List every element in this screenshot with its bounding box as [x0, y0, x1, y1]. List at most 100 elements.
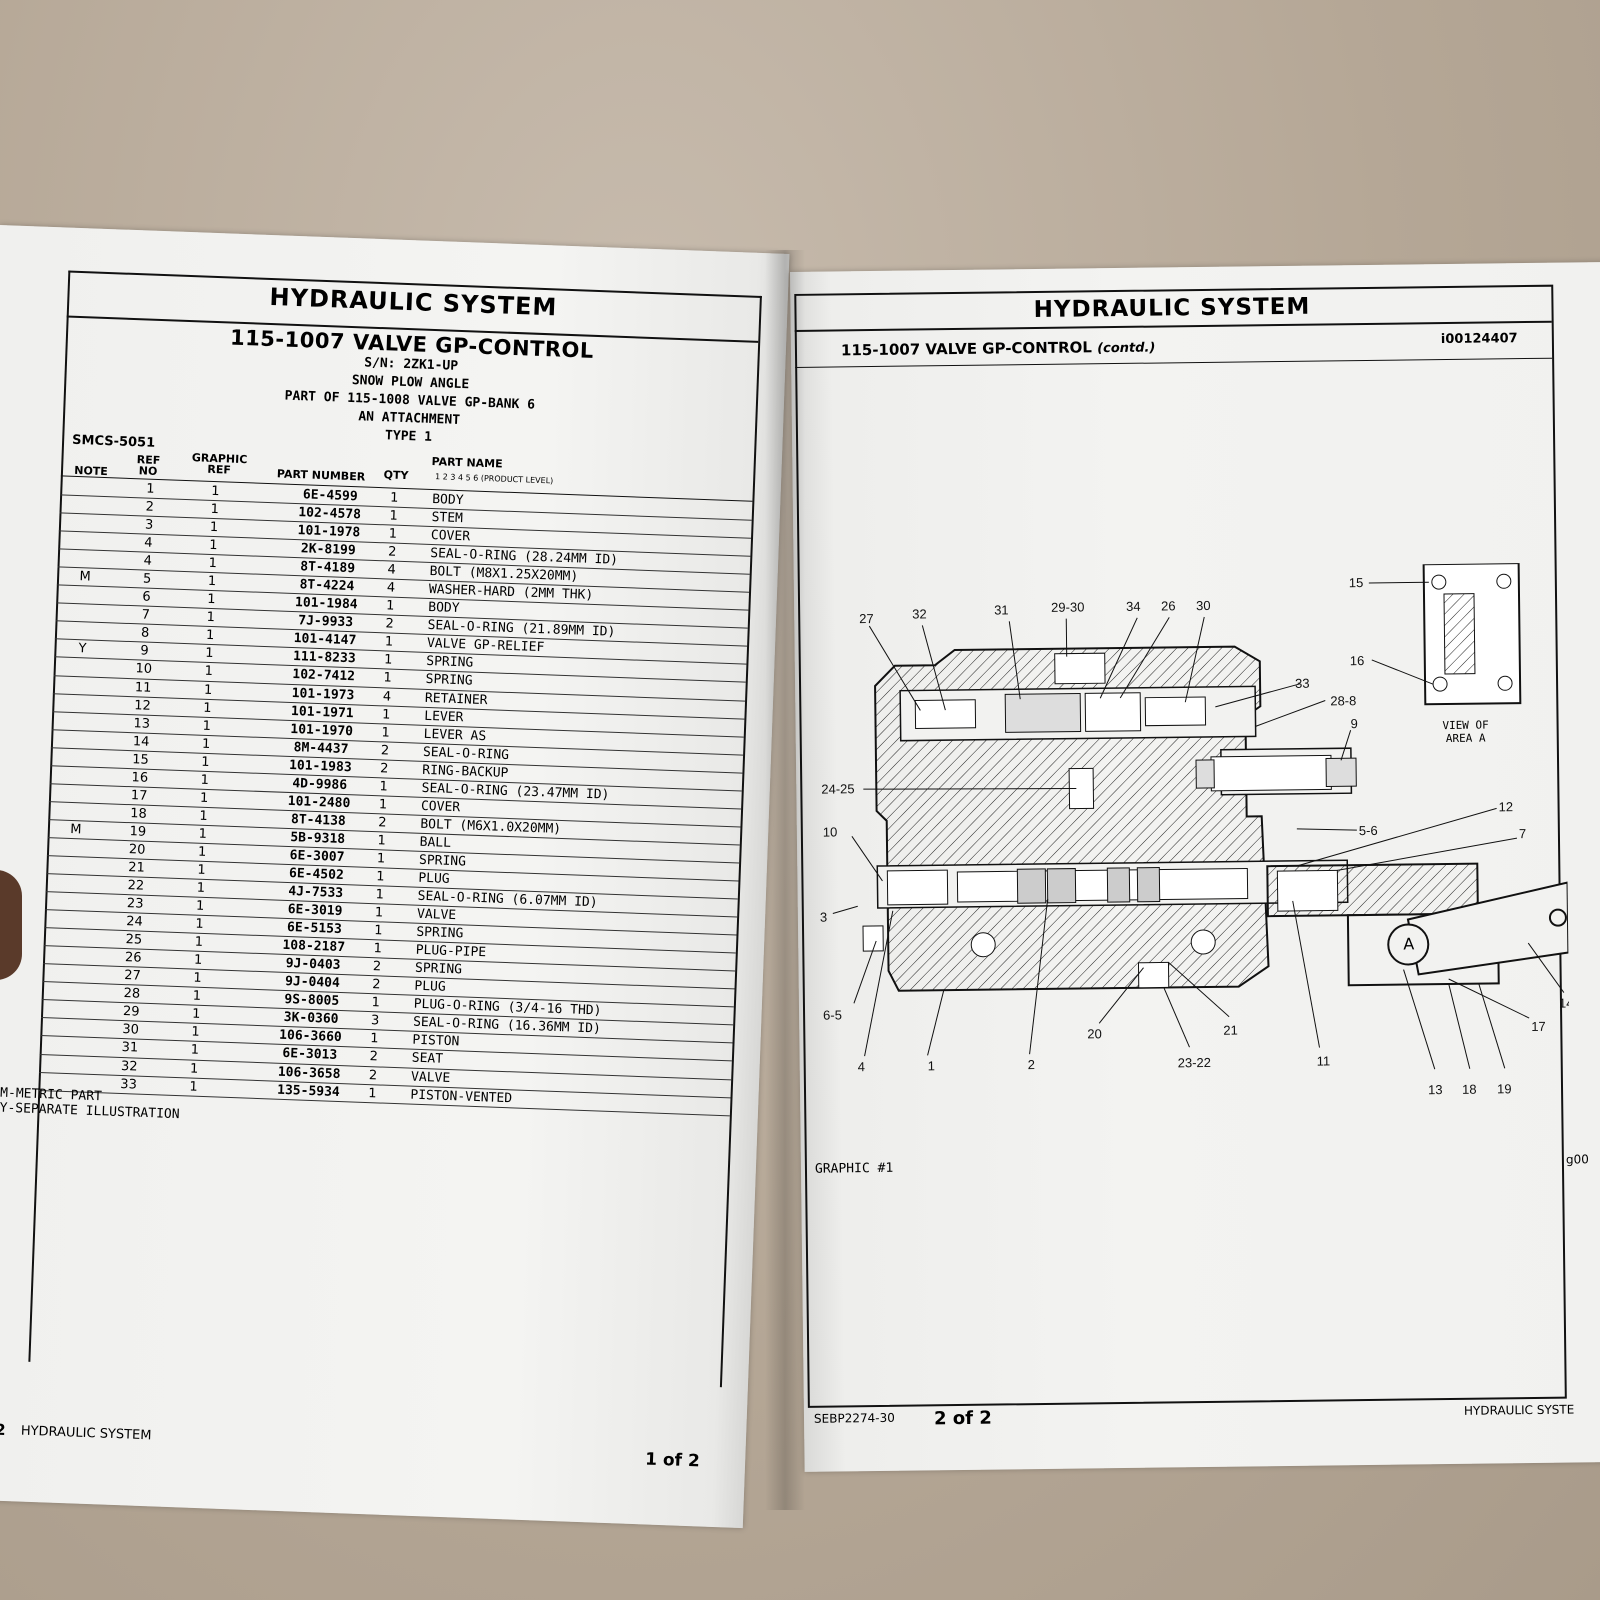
qty-cell: 4: [387, 562, 397, 578]
page-of: 1 of 2: [644, 1449, 701, 1472]
part-name-cell: VALVE: [410, 1069, 451, 1086]
qty-cell: 1: [377, 833, 387, 849]
graphic-label: GRAPHIC #1: [814, 1160, 894, 1177]
graphic-ref-cell: 1: [193, 970, 202, 987]
qty-cell: 2: [368, 1067, 378, 1083]
note-cell: [69, 749, 89, 750]
ref-no-cell: 17: [130, 787, 148, 804]
callout-label: 33: [1295, 676, 1310, 691]
part-name-cell: RETAINER: [424, 690, 488, 708]
area-letter: A: [1403, 934, 1414, 953]
qty-cell: 1: [379, 779, 389, 795]
thumb: [0, 870, 22, 980]
note-cell: Y: [78, 641, 87, 657]
part-number-cell: 135-5934: [276, 1082, 341, 1100]
callout-label: 14: [1559, 995, 1571, 1010]
note-cell: [60, 983, 80, 984]
qty-cell: 1: [383, 652, 393, 669]
part-name-cell: PISTON-VENTED: [410, 1087, 513, 1106]
graphic-ref-cell: 1: [203, 682, 213, 698]
graphic-ref-cell: 1: [190, 1043, 200, 1059]
qty-cell: 3: [370, 1013, 380, 1029]
valve-cross-section-diagram: VIEW OF AREA A A: [820, 562, 1571, 1097]
part-name-cell: PLUG: [418, 870, 450, 887]
part-name-cell: VALVE: [416, 906, 457, 924]
ref-no-cell: 23: [126, 896, 144, 912]
part-name-cell: SEAL-O-RING: [422, 744, 510, 763]
col-qty: QTY: [383, 468, 409, 483]
qty-cell: 4: [382, 688, 392, 705]
note-cell: M: [70, 821, 82, 838]
part-name-cell: RING-BACKUP: [422, 762, 509, 781]
footer-code: SEBP2274-30: [813, 1410, 895, 1426]
qty-cell: 1: [385, 598, 395, 614]
ref-no-cell: 11: [134, 679, 152, 696]
callout-label: 17: [1531, 1019, 1546, 1034]
callout-label: 34: [1126, 599, 1141, 614]
note-cell: [72, 676, 92, 677]
note-cell: [63, 911, 83, 912]
qty-cell: 2: [369, 1049, 379, 1065]
qty-cell: 1: [374, 905, 384, 921]
qty-cell: 1: [375, 869, 385, 885]
graphic-ref-cell: 1: [189, 1061, 199, 1077]
part-name-cell: BALL: [419, 834, 452, 851]
graphic-ref-cell: 1: [189, 1079, 198, 1095]
book-gutter-shadow: [765, 250, 805, 1510]
qty-cell: 1: [373, 941, 383, 957]
part-name-cell: SPRING: [425, 672, 473, 690]
note-cell: [70, 713, 90, 714]
graphic-ref-cell: 1: [206, 610, 216, 626]
col-ref-2: NO: [138, 464, 158, 478]
ref-no-cell: 28: [123, 986, 141, 1002]
footnotes: M-METRIC PART Y-SEPARATE ILLUSTRATION: [0, 1086, 180, 1123]
callout-label: 12: [1498, 799, 1513, 814]
callout-label: 19: [1497, 1081, 1512, 1096]
ref-no-cell: 2: [145, 499, 155, 515]
note-cell: [72, 658, 92, 659]
right-part-title: 115-1007 VALVE GP-CONTROL (contd.): [840, 338, 1156, 360]
note-cell: [66, 839, 86, 840]
callout-label: 21: [1223, 1023, 1238, 1038]
callout-label: 30: [1196, 598, 1211, 613]
note-cell: M: [79, 569, 92, 585]
contd-label: (contd.): [1097, 340, 1156, 357]
ref-no-cell: 18: [129, 806, 148, 822]
callout-label: 23-22: [1178, 1055, 1211, 1070]
ref-no-cell: 27: [124, 968, 142, 984]
qty-cell: 4: [386, 580, 396, 596]
callout-label: 29-30: [1051, 599, 1084, 614]
graphic-ref-cell: 1: [202, 718, 212, 734]
qty-cell: 2: [387, 544, 397, 560]
ref-no-cell: 25: [125, 932, 143, 948]
callout-label: 6-5: [823, 1007, 842, 1022]
graphic-ref-cell: 1: [204, 664, 214, 680]
qty-cell: 2: [372, 959, 382, 975]
part-name-cell: PLUG: [414, 978, 446, 996]
leader-lines: [832, 581, 1565, 1070]
footer-section: HYDRAULIC SYSTEM: [20, 1423, 152, 1444]
ref-no-cell: 14: [132, 733, 150, 750]
illustration-id: i00124407: [1440, 331, 1518, 348]
callout-label: 5-6: [1359, 823, 1378, 838]
note-cell: [58, 1055, 78, 1056]
qty-cell: 1: [368, 1085, 377, 1101]
callout-label: 20: [1087, 1026, 1102, 1041]
callout-label: 2: [1028, 1057, 1035, 1072]
callout-label: 26: [1161, 598, 1176, 613]
note-cell: [60, 1001, 80, 1002]
right-part-title-text: 115-1007 VALVE GP-CONTROL: [840, 338, 1093, 360]
part-name-cell: SEAT: [411, 1051, 444, 1068]
part-name-cell: COVER: [420, 798, 461, 816]
graphic-ref-cell: 1: [194, 934, 204, 951]
left-page: HYDRAULIC SYSTEM 115-1007 VALVE GP-CONTR…: [0, 225, 790, 1529]
upper-pistons: [914, 652, 1207, 810]
note-cell: [78, 496, 98, 497]
qty-cell: 1: [373, 923, 383, 939]
note-cell: [65, 857, 85, 858]
graphic-ref-cell: 1: [199, 790, 209, 806]
graphic-ref-cell: 1: [195, 916, 204, 933]
note-cell: [68, 767, 88, 768]
note-cell: [58, 1037, 78, 1038]
